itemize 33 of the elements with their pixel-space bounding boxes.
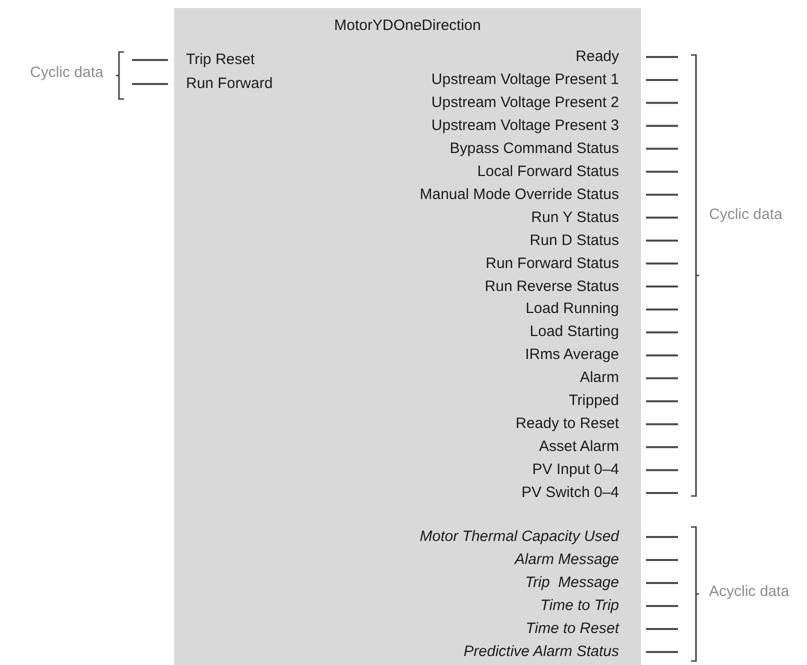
function-block [174, 8, 641, 665]
output-pin-label: Local Forward Status [477, 162, 619, 181]
output-pin-label: Bypass Command Status [450, 140, 619, 158]
output-pin-label: Upstream Voltage Present 1 [431, 70, 619, 89]
output-pin-label: IRms Average [525, 346, 619, 364]
input-pin-label: Trip Reset [186, 51, 255, 69]
output-pin-label: Motor Thermal Capacity Used [420, 528, 619, 546]
input-pin-label: Run Forward [186, 75, 273, 93]
output-pin-label: Upstream Voltage Present 2 [431, 94, 619, 112]
output-pin-label: Load Starting [530, 323, 619, 342]
output-pin-label: Run Y Status [531, 208, 619, 227]
output-pin-label: PV Switch 0–4 [521, 484, 619, 502]
output-pin-label: Manual Mode Override Status [420, 186, 619, 204]
output-pin-label: Run D Status [530, 232, 619, 250]
output-pin-label: Ready to Reset [516, 415, 619, 434]
group-label: Acyclic data [709, 583, 790, 601]
output-pin-label: Time to Reset [526, 620, 619, 638]
block-title: MotorYDOneDirection [333, 17, 482, 35]
output-pin-label: Upstream Voltage Present 3 [431, 116, 619, 135]
output-pin-label: Ready [576, 48, 619, 66]
output-pin-label: Run Reverse Status [484, 278, 619, 296]
output-pin-label: Alarm [580, 369, 619, 388]
output-pin-label: Run Forward Status [486, 254, 619, 273]
output-pin-label: Alarm Message [514, 551, 619, 569]
output-pin-label: PV Input 0–4 [532, 461, 619, 480]
group-label: Cyclic data [709, 206, 782, 224]
output-pin-label: Asset Alarm [538, 438, 619, 456]
output-pin-label: Trip Message [525, 574, 619, 592]
output-pin-label: Tripped [568, 392, 619, 410]
output-pin-label: Load Running [526, 300, 619, 318]
output-pin-label: Time to Trip [540, 597, 619, 615]
output-pin-label: Predictive Alarm Status [464, 643, 619, 661]
group-label: Cyclic data [30, 64, 104, 82]
